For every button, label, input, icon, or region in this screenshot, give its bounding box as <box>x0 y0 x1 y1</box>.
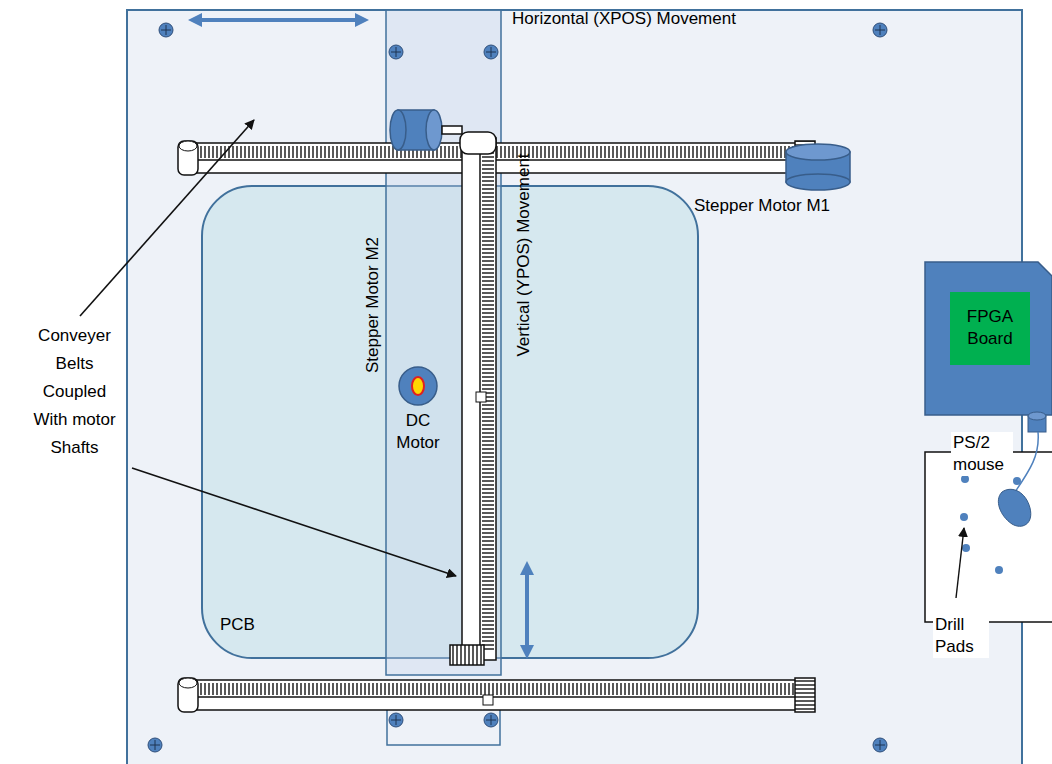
movement-label: Horizontal (XPOS) Movement <box>512 8 736 30</box>
ps2-connector <box>1028 412 1046 432</box>
screws <box>148 23 887 752</box>
mouse-panel <box>925 452 1052 622</box>
node-text: FPGA Board <box>954 306 1026 350</box>
stepper-motor-m1 <box>786 144 850 190</box>
fpga-card <box>925 262 1052 415</box>
fpga-chip-box: FPGA Board <box>950 292 1030 365</box>
ypos-arrow <box>525 568 529 652</box>
stepper-motor-m2 <box>390 110 462 150</box>
gantry <box>386 10 501 675</box>
node-text: PCB <box>220 614 255 636</box>
base-board <box>127 10 1022 764</box>
pcb-region: PCB <box>202 186 698 658</box>
motor-label: Stepper Motor M1 <box>694 195 830 217</box>
xpos-arrow <box>195 18 362 22</box>
motor-label: DC Motor <box>388 410 448 454</box>
mouse <box>998 489 1030 526</box>
leader-line <box>80 120 254 316</box>
device-label: PS/2 mouse <box>951 432 1013 476</box>
motor-label: Stepper Motor M2 <box>362 237 384 373</box>
movement-label: Vertical (YPOS) Movement <box>513 153 535 356</box>
leader-line <box>956 528 964 598</box>
bottom-belt <box>178 678 815 712</box>
vertical-belt <box>450 132 496 665</box>
callout-label: Conveyer Belts Coupled With motor Shafts <box>24 322 125 462</box>
mouse-cable <box>1015 432 1038 492</box>
dc-motor <box>399 367 437 405</box>
callout-label: Drill Pads <box>933 614 989 658</box>
leader-line <box>132 468 456 576</box>
